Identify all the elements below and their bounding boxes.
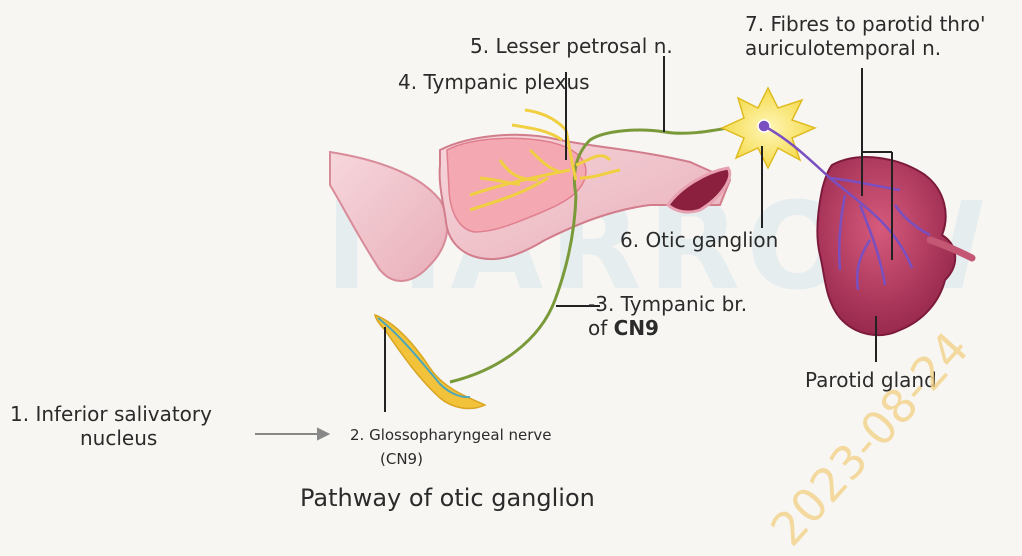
label-nucleus-line1: 1. Inferior salivatory	[10, 402, 212, 426]
otic-ganglion-diagram: MARROW	[0, 0, 1022, 524]
label-cn9-line2: (CN9)	[350, 450, 552, 468]
petrous-temporal-bone	[330, 152, 447, 281]
label-tympanic-branch-prefix: of	[588, 316, 614, 340]
label-tympanic-branch-cn9: CN9	[614, 316, 659, 340]
label-tympanic-branch-line1: -3. Tympanic br.	[588, 292, 747, 316]
label-fibres-line2: auriculotemporal n.	[745, 36, 986, 60]
label-lesser-petrosal: 5. Lesser petrosal n.	[470, 34, 673, 58]
label-tympanic-plexus: 4. Tympanic plexus	[398, 70, 590, 94]
label-fibres-auriculotemporal: 7. Fibres to parotid thro' auriculotempo…	[745, 12, 986, 60]
label-tympanic-branch: -3. Tympanic br. of CN9	[588, 292, 747, 340]
label-nucleus-line2: nucleus	[10, 426, 212, 450]
label-fibres-line1: 7. Fibres to parotid thro'	[745, 12, 986, 36]
label-tympanic-branch-line2: of CN9	[588, 316, 747, 340]
nucleus-arrow	[255, 429, 328, 439]
label-glossopharyngeal-nerve: 2. Glossopharyngeal nerve (CN9)	[350, 426, 552, 468]
label-inferior-salivatory-nucleus: 1. Inferior salivatory nucleus	[10, 402, 212, 450]
label-otic-ganglion: 6. Otic ganglion	[620, 228, 778, 252]
diagram-title: Pathway of otic ganglion	[300, 484, 595, 513]
label-cn9-line1: 2. Glossopharyngeal nerve	[350, 426, 552, 444]
